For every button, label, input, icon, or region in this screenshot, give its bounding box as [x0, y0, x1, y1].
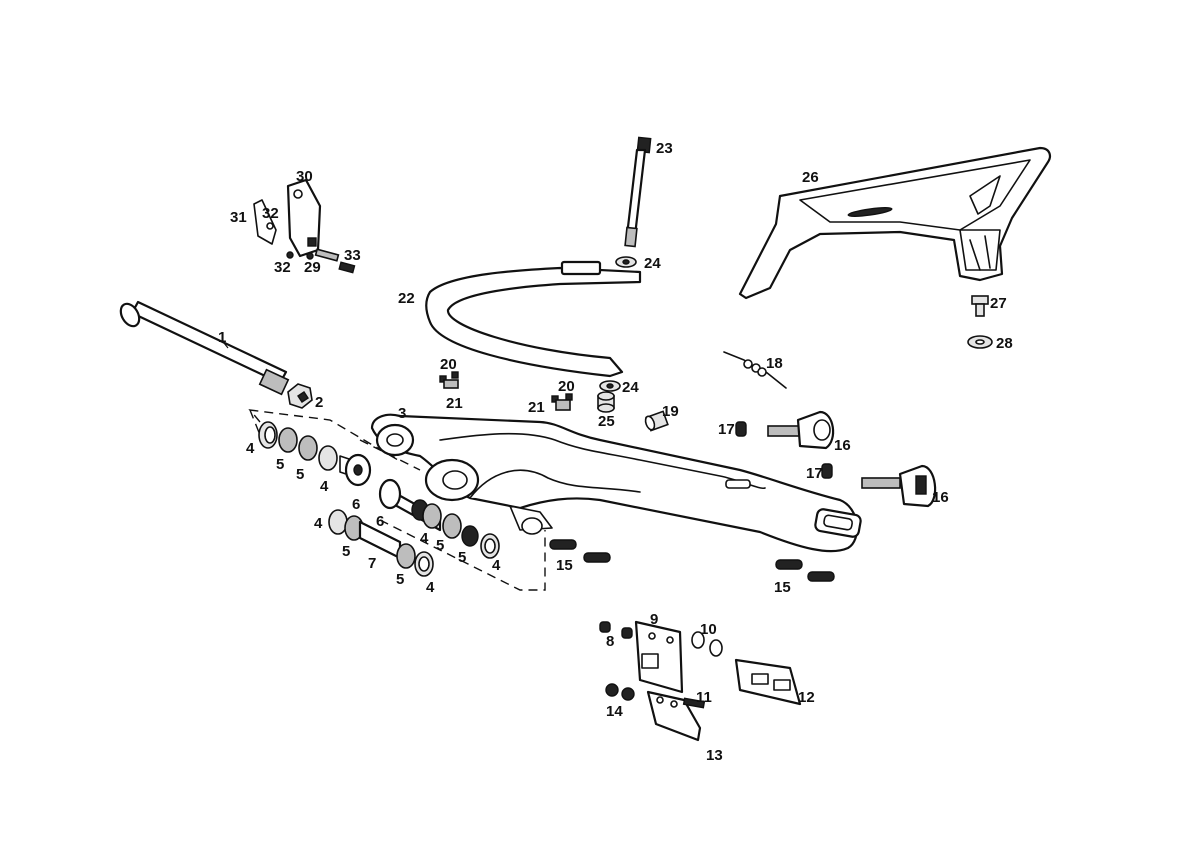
small-fasteners-left	[439, 371, 459, 389]
lower-plate-assembly	[599, 620, 802, 742]
callout-5: 5	[458, 549, 466, 566]
upper-left-bracket	[253, 178, 356, 274]
callout-21: 21	[446, 395, 463, 412]
callout-8: 8	[606, 633, 614, 650]
small-fasteners-right	[551, 393, 573, 411]
bushing	[644, 410, 669, 432]
callout-31: 31	[230, 209, 247, 226]
callout-15: 15	[774, 579, 791, 596]
callout-5: 5	[396, 571, 404, 588]
callout-30: 30	[296, 168, 313, 185]
axle-nut	[287, 383, 313, 409]
long-bolt	[624, 136, 652, 248]
guard-washer	[967, 335, 993, 349]
callout-10: 10	[700, 621, 717, 638]
callout-4: 4	[320, 478, 329, 495]
left-bearing-set	[328, 509, 434, 577]
callout-24: 24	[644, 255, 661, 272]
chain-guard	[738, 146, 1051, 300]
callout-4: 4	[420, 530, 429, 547]
callout-6: 6	[352, 496, 360, 513]
callout-4: 4	[314, 515, 323, 532]
chain-slider	[425, 260, 642, 378]
callout-9: 9	[650, 611, 658, 628]
callout-3: 3	[398, 405, 406, 422]
callout-24: 24	[622, 379, 639, 396]
callout-labels: 1 2 3 4 5 5 4 6 6 4 4 5 5 4 5 7 5 4 8 9 …	[218, 140, 1013, 764]
callout-26: 26	[802, 169, 819, 186]
callout-5: 5	[296, 466, 304, 483]
callout-2: 2	[315, 394, 323, 411]
callout-28: 28	[996, 335, 1013, 352]
callout-13: 13	[706, 747, 723, 764]
washers	[599, 256, 637, 392]
callout-15: 15	[556, 557, 573, 574]
callout-16: 16	[834, 437, 851, 454]
lower-bearing-set	[378, 478, 500, 559]
callout-19: 19	[662, 403, 679, 420]
callout-16: 16	[932, 489, 949, 506]
callout-5: 5	[436, 537, 444, 554]
callout-29: 29	[304, 259, 321, 276]
callout-14: 14	[606, 703, 623, 720]
callout-23: 23	[656, 140, 673, 157]
callout-32: 32	[262, 205, 279, 222]
callout-4: 4	[426, 579, 435, 596]
chain-adjuster-lower	[821, 463, 937, 508]
swingarm	[370, 413, 862, 553]
callout-17: 17	[806, 465, 823, 482]
callout-20: 20	[440, 356, 457, 373]
callout-7: 7	[368, 555, 376, 572]
chain-rubber-pads	[549, 539, 835, 582]
spring	[723, 351, 787, 389]
callout-5: 5	[276, 456, 284, 473]
callout-17: 17	[718, 421, 735, 438]
callout-33: 33	[344, 247, 361, 264]
callout-27: 27	[990, 295, 1007, 312]
callout-6: 6	[376, 513, 384, 530]
callout-18: 18	[766, 355, 783, 372]
guard-bolt	[971, 295, 989, 317]
callout-20: 20	[558, 378, 575, 395]
callout-4: 4	[246, 440, 255, 457]
callout-11: 11	[696, 689, 712, 706]
callout-12: 12	[798, 689, 815, 706]
callout-32: 32	[274, 259, 291, 276]
chain-adjuster-upper	[735, 410, 835, 450]
callout-1: 1	[218, 329, 226, 346]
callout-25: 25	[598, 413, 615, 430]
callout-4: 4	[492, 557, 501, 574]
upper-bearing-set	[258, 421, 372, 487]
pivot-axle	[119, 300, 290, 396]
callout-5: 5	[342, 543, 350, 560]
callout-22: 22	[398, 290, 415, 307]
spacer	[597, 391, 615, 413]
callout-21: 21	[528, 399, 545, 416]
